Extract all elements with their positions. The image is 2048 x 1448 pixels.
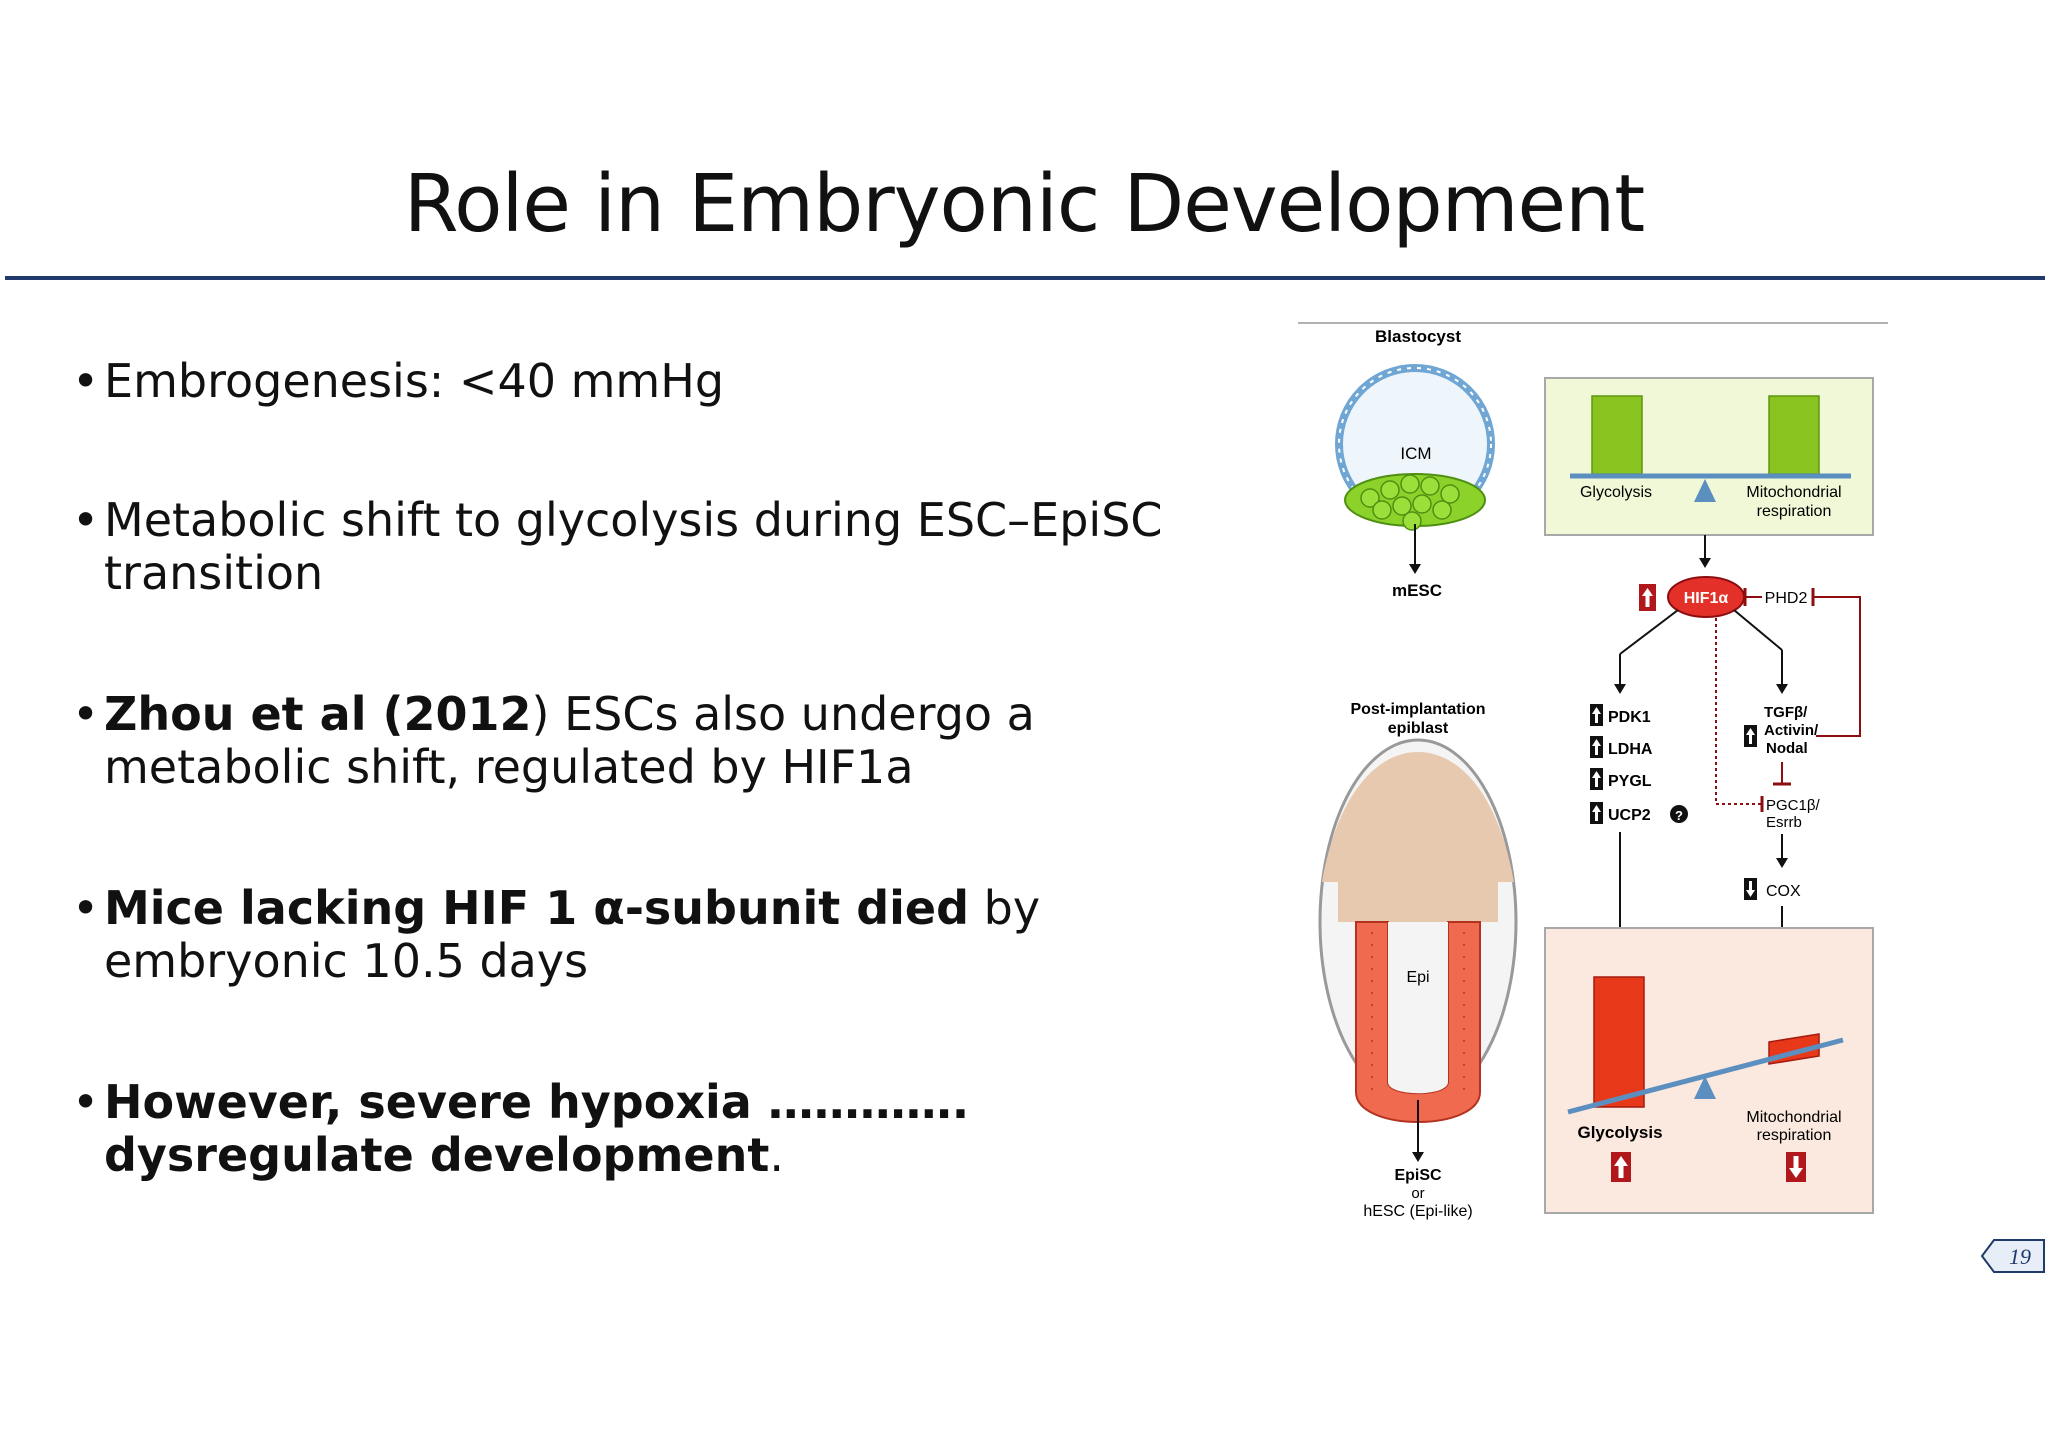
pygl-label: PYGL — [1608, 773, 1652, 790]
bullet-text-run: ) ESCs also undergo a metabolic shift, r… — [104, 687, 1035, 794]
phd2-label: PHD2 — [1765, 590, 1808, 607]
bullet-dot: • — [72, 687, 100, 741]
pdk1-label: PDK1 — [1608, 709, 1651, 726]
panel-to-hif-arrowhead — [1699, 558, 1711, 568]
bullet-text: However, severe hypoxia …………. dysregulat… — [104, 1076, 1204, 1182]
pgc-to-cox-arrowhead — [1776, 858, 1788, 868]
bullet-dot: • — [72, 881, 100, 935]
bottom-balance-fulcrum — [1694, 1076, 1716, 1099]
feedback-loop-line — [1813, 596, 1861, 737]
top-glycolysis-bar — [1591, 395, 1643, 475]
question-icon — [1670, 805, 1688, 823]
top-mito-bar — [1768, 395, 1820, 475]
episc-arrowhead — [1412, 1152, 1424, 1162]
bullet-text-run: Metabolic shift to glycolysis during ESC… — [104, 493, 1163, 600]
episc-label: EpiSC — [1394, 1167, 1442, 1184]
cox-label: COX — [1766, 883, 1801, 900]
or-label: or — [1411, 1185, 1424, 1202]
bullet-text: Embrogenesis: <40 mmHg — [104, 355, 1254, 408]
page-number-badge: 19 — [1980, 1239, 2045, 1273]
top-mito-label-2: respiration — [1757, 503, 1832, 520]
mesc-label: mESC — [1392, 581, 1442, 600]
bottom-glycolysis-bar — [1593, 976, 1645, 1108]
tgfb-label-1: TGFβ/ — [1764, 704, 1808, 721]
top-mito-label-1: Mitochondrial — [1746, 484, 1841, 501]
bullet-text: Zhou et al (2012) ESCs also undergo a me… — [104, 688, 1244, 794]
pgc-label-2: Esrrb — [1766, 814, 1802, 831]
mesc-arrowhead — [1409, 564, 1421, 574]
post-implantation-label-1: Post-implantation — [1350, 701, 1485, 718]
bullet-dot: • — [72, 493, 100, 547]
post-implantation-label-2: epiblast — [1388, 720, 1449, 737]
glycolytic-gene-list: PDK1 LDHA PYGL UCP2 ? — [1590, 704, 1688, 824]
icm-label: ICM — [1400, 444, 1431, 463]
hif-to-right-line — [1733, 609, 1783, 651]
page-number: 19 — [2009, 1244, 2031, 1269]
question-mark: ? — [1675, 808, 1683, 823]
top-glycolysis-label: Glycolysis — [1580, 484, 1652, 501]
top-balance-fulcrum — [1694, 479, 1716, 502]
bullet-text-run: . — [769, 1128, 784, 1182]
hesc-label: hESC (Epi-like) — [1363, 1203, 1472, 1220]
hif-to-right-arrowhead — [1776, 684, 1788, 694]
bullet-text: Mice lacking HIF 1 α-subunit died by emb… — [104, 882, 1244, 988]
bullet-text-run: Embrogenesis: <40 mmHg — [104, 354, 725, 408]
bottom-mito-label-1: Mitochondrial — [1746, 1109, 1841, 1126]
slide-title: Role in Embryonic Development — [403, 158, 1645, 250]
bottom-glycolysis-label: Glycolysis — [1577, 1123, 1662, 1142]
mito-down-icon — [1789, 1156, 1803, 1178]
hif-up-arrow-icon — [1642, 588, 1653, 607]
tgfb-label-3: Nodal — [1766, 740, 1808, 757]
hif-to-left-arrowhead — [1614, 684, 1626, 694]
bottom-mito-label-2: respiration — [1757, 1127, 1832, 1144]
bullet-text-bold: However, severe hypoxia …………. dysregulat… — [104, 1075, 970, 1182]
hif1a-metabolism-figure: Blastocyst ICM mESC Glycolysis Mitochond… — [1298, 322, 1888, 1220]
glycolysis-up-icon — [1614, 1156, 1628, 1178]
icm-cells — [1344, 473, 1486, 531]
pgc-label-1: PGC1β/ — [1766, 797, 1820, 814]
title-divider — [5, 276, 2045, 280]
tgfb-label-2: Activin/ — [1764, 722, 1819, 739]
epiblast-shape — [1318, 738, 1518, 1123]
bottom-balance-beam — [1567, 1037, 1844, 1115]
cox-down-icon — [1746, 881, 1755, 897]
blastocyst-cell-ring — [1338, 367, 1492, 521]
bullet-text-run: by embryonic 10.5 days — [104, 881, 1041, 988]
bullet-text-bold: Zhou et al (2012 — [104, 687, 532, 741]
bullet-dot: • — [72, 354, 100, 408]
epi-label: Epi — [1406, 969, 1429, 986]
bullet-dot: • — [72, 1075, 100, 1129]
hif-to-left-line — [1619, 609, 1679, 655]
ldha-label: LDHA — [1608, 741, 1653, 758]
blastocyst-label: Blastocyst — [1375, 327, 1461, 346]
bullet-text: Metabolic shift to glycolysis during ESC… — [104, 494, 1184, 600]
ucp2-label: UCP2 — [1608, 807, 1651, 824]
hif1a-label: HIF1α — [1684, 590, 1729, 607]
tgfb-group: TGFβ/ Activin/ Nodal — [1744, 704, 1819, 757]
bullet-text-bold: Mice lacking HIF 1 α-subunit died — [104, 881, 970, 935]
